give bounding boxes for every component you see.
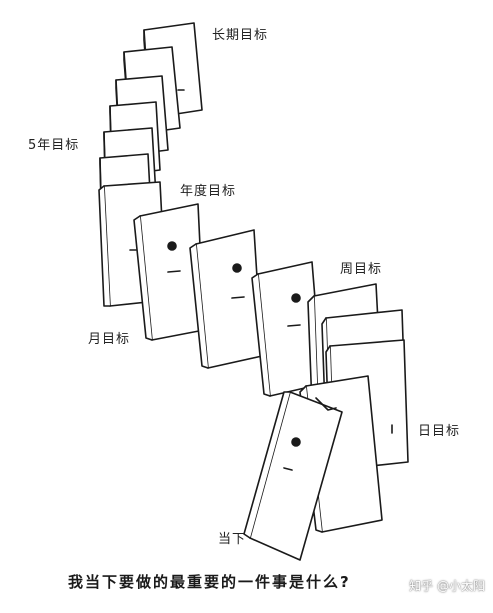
label-five-year: 5年目标 [28, 138, 80, 153]
label-long-term: 长期目标 [212, 28, 269, 43]
domino-monthly [133, 203, 205, 341]
label-monthly: 月目标 [88, 332, 131, 347]
label-annual: 年度目标 [180, 184, 237, 199]
domino-now [243, 391, 343, 561]
domino-middle-1 [189, 229, 263, 369]
label-weekly: 周目标 [340, 262, 383, 277]
label-now: 当下 [218, 532, 247, 547]
watermark: 知乎 @小太阳 [409, 579, 485, 593]
caption-question: 我当下要做的最重要的一件事是什么? [68, 573, 351, 591]
domino-weekly [251, 261, 323, 397]
label-daily: 日目标 [418, 424, 461, 439]
